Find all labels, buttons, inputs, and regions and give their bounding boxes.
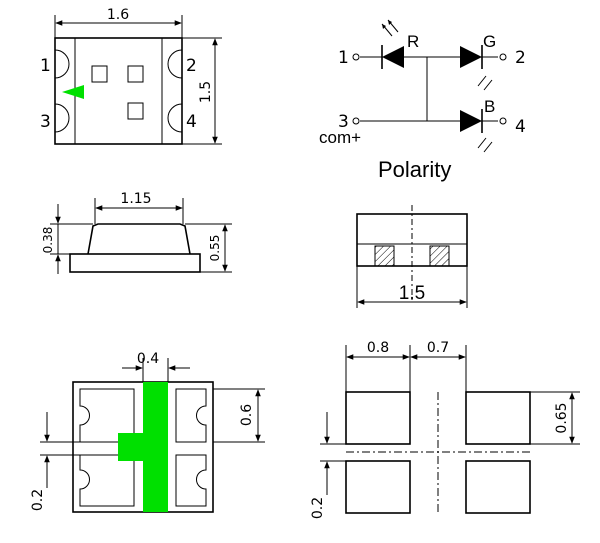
die-2 [127,65,144,83]
die-1 [91,65,108,83]
substrate [69,253,201,273]
top-pin-2: 2 [186,56,197,76]
top-pin-4: 4 [186,112,197,132]
end-view: 1.5 [356,205,468,308]
land-pad-1 [345,391,411,445]
sch-pin-3: 3 [338,112,349,132]
top-pin-1: 1 [40,56,51,76]
side-view: 1.15 0.38 0.55 [41,191,232,274]
dim-pad-width-label: 0.8 [367,340,389,356]
die-3 [127,102,144,120]
common-label: com+ [319,128,361,147]
sch-pin-4: 4 [515,117,526,137]
land-pad-3 [345,460,411,514]
top-view: 1.6 1 2 3 4 1.5 [40,7,222,145]
dim-pitch-label: 0.7 [427,340,449,356]
led-label-g: G [483,32,496,51]
sch-pin-2: 2 [515,48,526,68]
top-pin-3: 3 [40,112,51,132]
sch-pin-1: 1 [338,48,349,68]
top-body [54,37,183,145]
led-label-b: B [484,97,495,116]
polarity-title: Polarity [378,157,451,182]
dim-pad-height-label: 0.6 [239,404,255,426]
polarity-mark [62,85,84,99]
dim-strip-width-label: 0.4 [137,351,159,367]
dim-height-label: 1.5 [198,81,214,103]
end-pad-left [374,245,395,267]
dim-gap-label: 0.2 [30,489,46,511]
dim-land-pad-height-label: 0.65 [554,402,570,433]
dim-dome-height-label: 0.38 [41,227,55,254]
led-label-r: R [407,32,419,51]
dim-end-width-label: 1.5 [399,283,425,304]
dim-top-width-label: 1.15 [120,191,151,207]
polarity-schematic: R G B 1 2 3 4 com+ Polarity [319,19,526,182]
dim-land-gap-label: 0.2 [310,497,326,519]
land-pattern: 0.8 0.7 0.65 0.2 [310,340,580,519]
dim-width-label: 1.6 [107,7,129,23]
land-pad-4 [465,460,531,514]
dim-total-height-label: 0.55 [208,235,222,262]
dome [87,223,191,255]
end-pad-right [429,245,450,267]
bottom-tab [118,433,168,461]
land-pad-2 [465,391,531,445]
bottom-view: 0.4 0.6 0.2 [30,351,265,513]
